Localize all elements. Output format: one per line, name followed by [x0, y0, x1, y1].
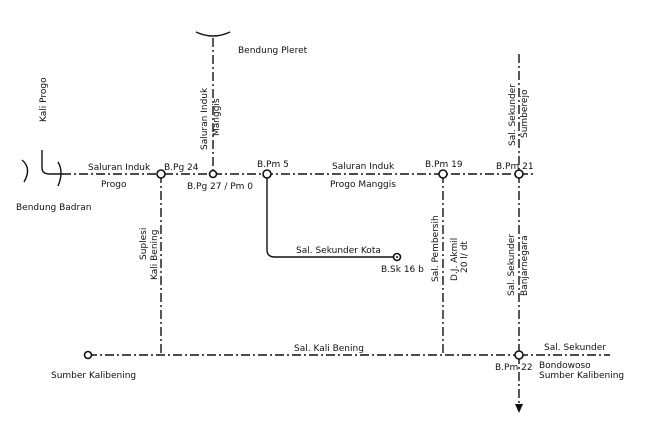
label-sal-pembersih: Sal. Pembersih [431, 215, 441, 282]
label-dj-akmil-1: D.J. Akmil [450, 238, 460, 281]
label-sal-kali-bening: Sal. Kali Bening [294, 344, 364, 354]
kali-progo-river [41, 150, 62, 175]
label-sal-sekunder-bw-2: Bondowoso [539, 361, 591, 371]
label-sal-sekunder-bw-1: Sal. Sekunder [544, 343, 606, 353]
label-sal-sekunder-bw-3: Sumber Kalibening [539, 371, 624, 381]
node-bpm22 [514, 350, 524, 360]
label-suplesi-1: Suplesi [139, 228, 149, 260]
label-dj-akmil-2: 20 l/ dt [460, 241, 470, 273]
bendung-badran-weir [21, 159, 62, 187]
node-bpg24 [156, 169, 166, 179]
label-sal-sekunder-sumberejo-2: Sumberejo [520, 89, 530, 138]
label-bpm21: B.Pm 21 [496, 162, 534, 172]
label-saluran-induk-manggis-2: Manggis [212, 98, 222, 136]
label-saluran-induk-pm-2: Progo Manggis [330, 180, 396, 190]
label-saluran-induk-progo-2: Progo [101, 180, 127, 190]
south-arrow-icon [515, 404, 523, 413]
node-bpm21 [514, 169, 524, 179]
label-saluran-induk-manggis-1: Saluran Induk [200, 87, 210, 150]
node-bpg27 [208, 169, 218, 179]
node-bpm5 [262, 169, 272, 179]
label-bpm5: B.Pm 5 [257, 160, 289, 170]
label-bpg27: B.Pg 27 / Pm 0 [187, 182, 253, 192]
label-suplesi-2: Kali Bening [150, 230, 160, 280]
sal-sekunder-kota-line [266, 174, 396, 258]
label-bsk16b: B.Sk 16 b [381, 265, 424, 275]
label-sal-sekunder-kota: Sal. Sekunder Kota [296, 246, 381, 256]
node-sumber-kalibening [83, 350, 93, 360]
label-sumber-kalibening: Sumber Kalibening [51, 371, 136, 381]
label-sal-sekunder-sumberejo-1: Sal. Sekunder [508, 84, 518, 146]
label-saluran-induk-progo-1: Saluran Induk [88, 163, 151, 173]
label-bendung-pleret: Bendung Pleret [238, 46, 308, 56]
label-saluran-induk-pm-1: Saluran Induk [332, 162, 395, 172]
label-bpg24: B.Pg 24 [164, 163, 199, 173]
node-bpm19 [438, 169, 448, 179]
label-kali-progo: Kali Progo [39, 77, 49, 122]
label-sal-sekunder-banjar-2: Banjarnegara [520, 235, 530, 296]
label-sal-sekunder-banjar-1: Sal. Sekunder [507, 234, 517, 296]
label-bpm19: B.Pm 19 [425, 160, 463, 170]
label-bendung-badran: Bendung Badran [16, 203, 91, 213]
node-bsk16b-dot [396, 256, 398, 258]
bendung-pleret-weir [195, 31, 231, 37]
label-bpm22: B.Pm 22 [495, 363, 533, 373]
